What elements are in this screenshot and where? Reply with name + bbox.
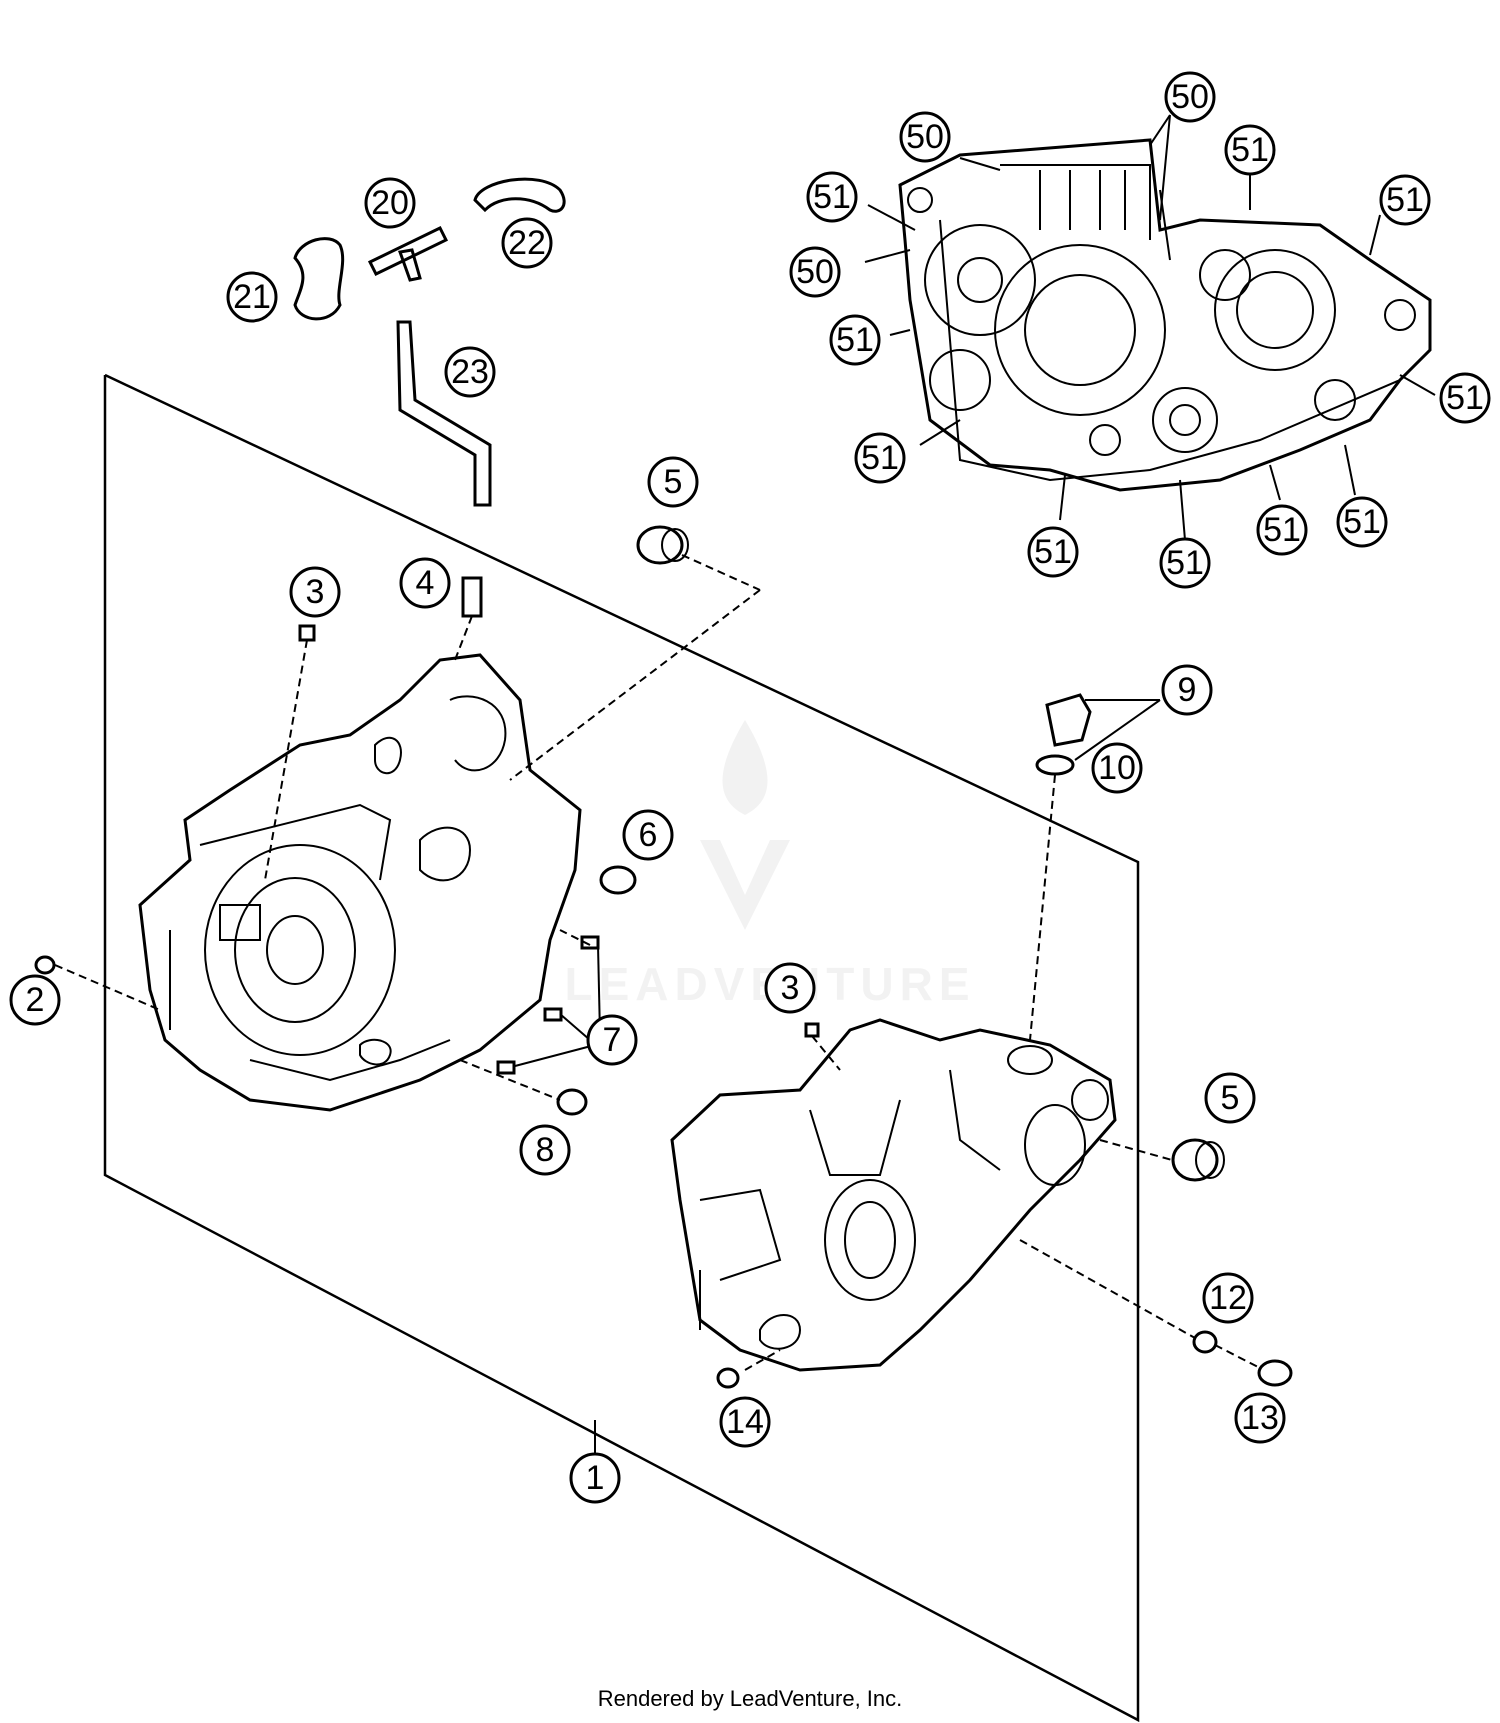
callout-6: 6 [622,809,674,861]
callout-13: 13 [1234,1392,1286,1444]
small-parts [34,177,1293,1389]
svg-text:51: 51 [1263,511,1301,549]
callout-8: 8 [519,1124,571,1176]
svg-text:12: 12 [1209,1279,1247,1317]
part-2-plug [34,955,56,975]
leader-lines [54,554,1261,1371]
svg-text:51: 51 [1343,503,1381,541]
right-crankcase-half [670,1018,1117,1372]
callout-3-left: 3 [289,566,341,618]
svg-text:10: 10 [1098,749,1136,787]
svg-text:7: 7 [603,1021,622,1059]
svg-text:51: 51 [1386,181,1424,219]
callout-21: 21 [226,271,278,323]
callout-50-c: 50 [789,246,841,298]
callout-51-g: 51 [1027,526,1079,578]
svg-text:23: 23 [451,353,489,391]
svg-text:50: 50 [796,253,834,291]
callout-9: 9 [1161,664,1213,716]
callout-5-top: 5 [647,456,699,508]
part-7-dowel-b [543,1007,563,1022]
svg-text:8: 8 [536,1131,555,1169]
svg-text:20: 20 [371,184,409,222]
callout-51-e: 51 [1439,372,1491,424]
part-3-screw-right [804,1022,820,1038]
svg-text:4: 4 [416,564,435,602]
callout-10: 10 [1091,742,1143,794]
part-7-dowel-c [496,1060,516,1075]
part-8-plug [556,1088,588,1116]
part-23-hose [396,320,492,507]
svg-text:51: 51 [1446,379,1484,417]
svg-text:22: 22 [508,224,546,262]
part-3-screw-left [298,624,316,642]
part-21-hose-bend [293,237,345,321]
callout-50-b: 50 [1164,71,1216,123]
svg-text:50: 50 [1171,78,1209,116]
callout-51-i: 51 [1256,504,1308,556]
part-9-screw-plug [1045,693,1092,747]
callout-7: 7 [586,1014,638,1066]
svg-text:21: 21 [233,278,271,316]
callout-14: 14 [719,1396,771,1448]
part-22-hose-elbow [473,177,566,213]
part-5-bushing-top [636,525,684,565]
svg-text:5: 5 [1221,1079,1240,1117]
part-20-t-fitting [367,226,449,282]
svg-text:51: 51 [1166,544,1204,582]
part-14-plug [716,1367,740,1389]
callout-51-f: 51 [854,432,906,484]
svg-text:3: 3 [781,969,800,1007]
svg-text:14: 14 [726,1403,764,1441]
svg-text:51: 51 [813,178,851,216]
svg-text:13: 13 [1241,1399,1279,1437]
callout-5-right: 5 [1204,1072,1256,1124]
crankcase-inner-view [898,138,1432,492]
svg-text:6: 6 [639,816,658,854]
callout-22: 22 [501,217,553,269]
callout-1: 1 [569,1452,621,1504]
callout-23: 23 [444,346,496,398]
callout-51-a: 51 [806,171,858,223]
svg-text:2: 2 [26,981,45,1019]
svg-text:5: 5 [664,463,683,501]
part-12-seal-ring [1192,1330,1218,1354]
callout-51-b: 51 [1224,124,1276,176]
leadventure-watermark: LEADVENTURE [564,720,970,1010]
svg-text:50: 50 [906,118,944,156]
callout-50-a: 50 [899,111,951,163]
part-6-sleeve [599,865,637,895]
callout-51-h: 51 [1159,537,1211,589]
svg-text:3: 3 [306,573,325,611]
svg-text:1: 1 [586,1459,605,1497]
svg-text:51: 51 [1034,533,1072,571]
render-credit-footer: Rendered by LeadVenture, Inc. [597,1686,903,1711]
svg-text:51: 51 [836,321,874,359]
left-crankcase-half [138,653,582,1112]
part-10-o-ring [1035,754,1075,776]
callout-20: 20 [364,177,416,229]
callout-12: 12 [1202,1272,1254,1324]
callout-2: 2 [9,974,61,1026]
callout-51-j: 51 [1336,496,1388,548]
callout-4: 4 [399,557,451,609]
inner-view-leader-lines [864,114,1436,541]
svg-text:51: 51 [1231,131,1269,169]
part-13-screw-plug [1257,1359,1293,1387]
callouts: 1 2 3 3 4 5 5 6 7 8 9 10 12 13 14 20 21 … [9,71,1491,1504]
callout-51-c: 51 [1379,174,1431,226]
part-7-dowel-a [580,935,600,950]
callout-51-d: 51 [829,314,881,366]
callout-3-right: 3 [764,962,816,1014]
part-4-fitting [461,576,483,618]
svg-text:51: 51 [861,439,899,477]
svg-text:9: 9 [1178,671,1197,709]
